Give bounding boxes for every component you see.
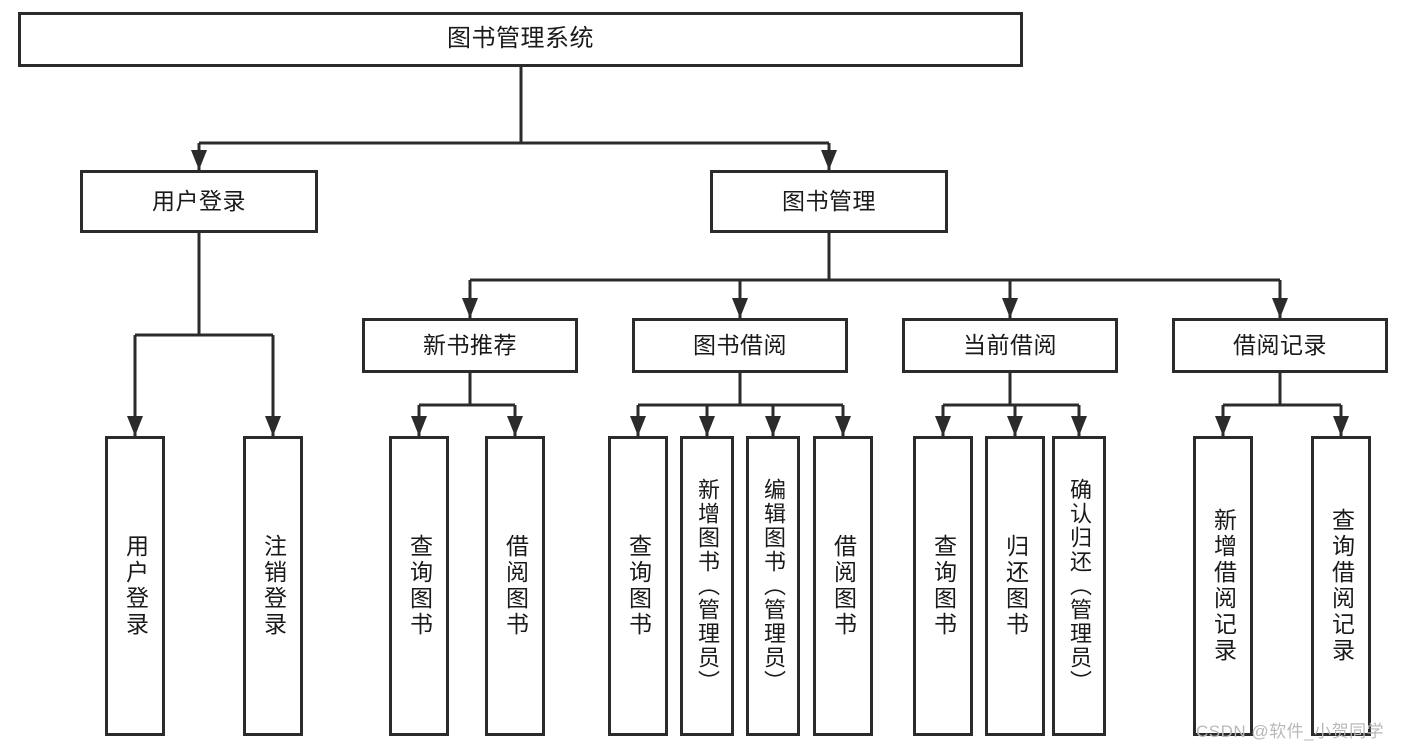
arrow-head — [462, 298, 478, 318]
node-leaf-cur-3[interactable]: 确认归还（管理员） — [1052, 436, 1106, 736]
arrow-head — [1007, 416, 1023, 436]
arrow-head — [835, 416, 851, 436]
arrow-head — [1333, 416, 1349, 436]
node-leaf-cur-1[interactable]: 查询图书 — [913, 436, 973, 736]
arrow-head — [935, 416, 951, 436]
node-label: 确认归还（管理员） — [1067, 478, 1092, 694]
arrow-head — [127, 416, 143, 436]
node-leaf-login-2[interactable]: 注销登录 — [243, 436, 303, 736]
node-label: 图书管理 — [782, 187, 876, 214]
arrow-head — [630, 416, 646, 436]
node-label: 新书推荐 — [423, 331, 517, 358]
node-label: 借阅图书 — [502, 534, 529, 638]
arrow-head — [1002, 298, 1018, 318]
node-borrow[interactable]: 图书借阅 — [632, 318, 848, 373]
node-login[interactable]: 用户登录 — [80, 170, 318, 233]
node-leaf-bor-3[interactable]: 编辑图书（管理员） — [746, 436, 800, 736]
node-root[interactable]: 图书管理系统 — [18, 12, 1023, 67]
node-label: 查询借阅记录 — [1328, 508, 1355, 664]
node-records[interactable]: 借阅记录 — [1172, 318, 1388, 373]
arrow-head — [732, 298, 748, 318]
arrow-head — [821, 150, 837, 170]
node-leaf-new-2[interactable]: 借阅图书 — [485, 436, 545, 736]
node-label: 借阅记录 — [1233, 331, 1327, 358]
node-label: 当前借阅 — [963, 331, 1057, 358]
node-leaf-bor-1[interactable]: 查询图书 — [608, 436, 668, 736]
node-current[interactable]: 当前借阅 — [902, 318, 1118, 373]
node-leaf-new-1[interactable]: 查询图书 — [389, 436, 449, 736]
node-leaf-cur-2[interactable]: 归还图书 — [985, 436, 1045, 736]
arrow-head — [699, 416, 715, 436]
node-label: 用户登录 — [122, 534, 149, 638]
arrow-head — [1071, 416, 1087, 436]
node-label: 图书管理系统 — [447, 25, 594, 53]
watermark: CSDN @软件_小贺同学 — [1196, 722, 1385, 741]
node-label: 查询图书 — [930, 534, 957, 638]
node-label: 新增借阅记录 — [1210, 508, 1237, 664]
node-leaf-rec-2[interactable]: 查询借阅记录 — [1311, 436, 1371, 736]
node-leaf-login-1[interactable]: 用户登录 — [105, 436, 165, 736]
node-newrec[interactable]: 新书推荐 — [362, 318, 578, 373]
node-label: 编辑图书（管理员） — [761, 478, 786, 694]
node-bookmgmt[interactable]: 图书管理 — [710, 170, 948, 233]
node-leaf-bor-2[interactable]: 新增图书（管理员） — [680, 436, 734, 736]
node-label: 借阅图书 — [830, 534, 857, 638]
arrow-head — [1272, 298, 1288, 318]
node-label: 注销登录 — [260, 534, 287, 638]
node-leaf-bor-4[interactable]: 借阅图书 — [813, 436, 873, 736]
arrow-head — [265, 416, 281, 436]
node-label: 用户登录 — [152, 187, 246, 214]
node-label: 归还图书 — [1002, 534, 1029, 638]
arrow-head — [191, 150, 207, 170]
arrow-head — [507, 416, 523, 436]
node-label: 查询图书 — [625, 534, 652, 638]
node-label: 图书借阅 — [693, 331, 787, 358]
arrow-head — [411, 416, 427, 436]
arrow-head — [765, 416, 781, 436]
node-label: 查询图书 — [406, 534, 433, 638]
node-label: 新增图书（管理员） — [695, 478, 720, 694]
arrow-head — [1215, 416, 1231, 436]
node-leaf-rec-1[interactable]: 新增借阅记录 — [1193, 436, 1253, 736]
